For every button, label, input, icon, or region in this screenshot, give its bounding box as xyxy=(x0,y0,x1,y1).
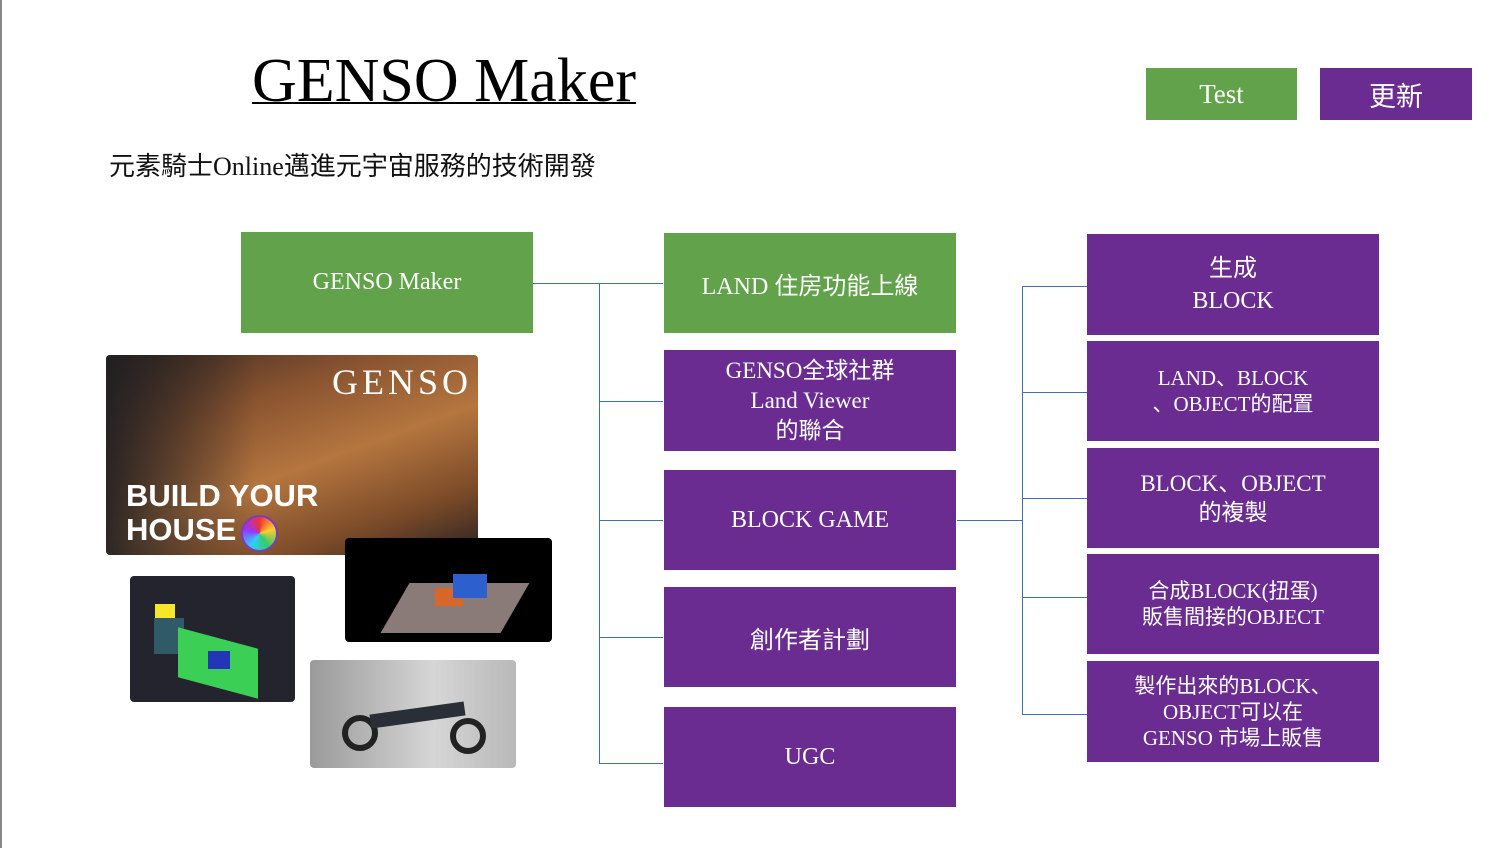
connector xyxy=(1022,392,1087,393)
update-button[interactable]: 更新 xyxy=(1320,68,1472,120)
node-copy: BLOCK、OBJECT 的複製 xyxy=(1087,448,1379,548)
node-creator-program: 創作者計劃 xyxy=(664,587,956,687)
house-caption: BUILD YOUR HOUSE xyxy=(126,478,319,547)
root-node: GENSO Maker xyxy=(241,232,533,333)
connector xyxy=(599,763,663,764)
connector xyxy=(1022,498,1087,499)
connector xyxy=(599,283,600,764)
element-emblem-icon xyxy=(241,515,278,552)
test-button[interactable]: Test xyxy=(1146,68,1297,120)
node-market: 製作出來的BLOCK、 OBJECT可以在 GENSO 市場上販售 xyxy=(1087,661,1379,762)
node-land-viewer: GENSO全球社群 Land Viewer 的聯合 xyxy=(664,350,956,451)
connector xyxy=(599,283,663,284)
connector xyxy=(1022,286,1023,715)
connector xyxy=(1022,597,1087,598)
node-generate-block: 生成 BLOCK xyxy=(1087,234,1379,335)
lego-bricks-image xyxy=(345,538,552,642)
node-ugc: UGC xyxy=(664,707,956,807)
voxel-car-image xyxy=(130,576,295,702)
connector xyxy=(533,283,599,284)
connector xyxy=(599,637,663,638)
motorcycle-image xyxy=(310,660,516,768)
connector xyxy=(599,401,663,402)
node-block-game: BLOCK GAME xyxy=(664,470,956,570)
node-placement: LAND、BLOCK 、OBJECT的配置 xyxy=(1087,341,1379,441)
node-land-housing: LAND 住房功能上線 xyxy=(664,233,956,333)
build-your-house-image: GENSO BUILD YOUR HOUSE xyxy=(106,355,478,555)
connector xyxy=(599,520,663,521)
connector xyxy=(1022,714,1087,715)
connector xyxy=(1022,286,1087,287)
genso-logo: GENSO xyxy=(331,362,472,402)
node-gacha: 合成BLOCK(扭蛋) 販售間接的OBJECT xyxy=(1087,554,1379,654)
page-subtitle: 元素騎士Online邁進元宇宙服務的技術開發 xyxy=(109,152,596,181)
connector xyxy=(957,520,1022,521)
page-title: GENSO Maker xyxy=(252,47,636,115)
